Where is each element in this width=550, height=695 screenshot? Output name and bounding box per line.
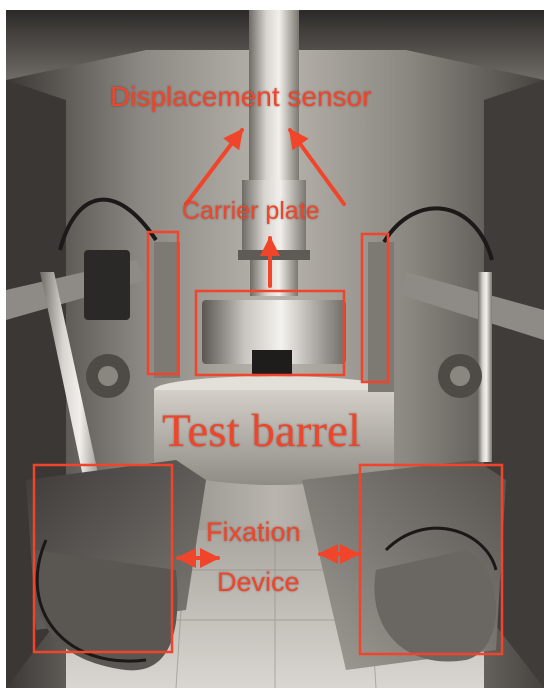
test-barrel-label: Test barrel	[162, 405, 361, 457]
carrier-plate-label: Carrier plate	[182, 197, 320, 225]
device-label: Device	[217, 567, 300, 597]
fixation-label: Fixation	[206, 517, 301, 547]
photo-frame: Displacement sensor Carrier plate Test b…	[6, 10, 544, 688]
displacement-sensor-label: Displacement sensor	[110, 81, 372, 112]
